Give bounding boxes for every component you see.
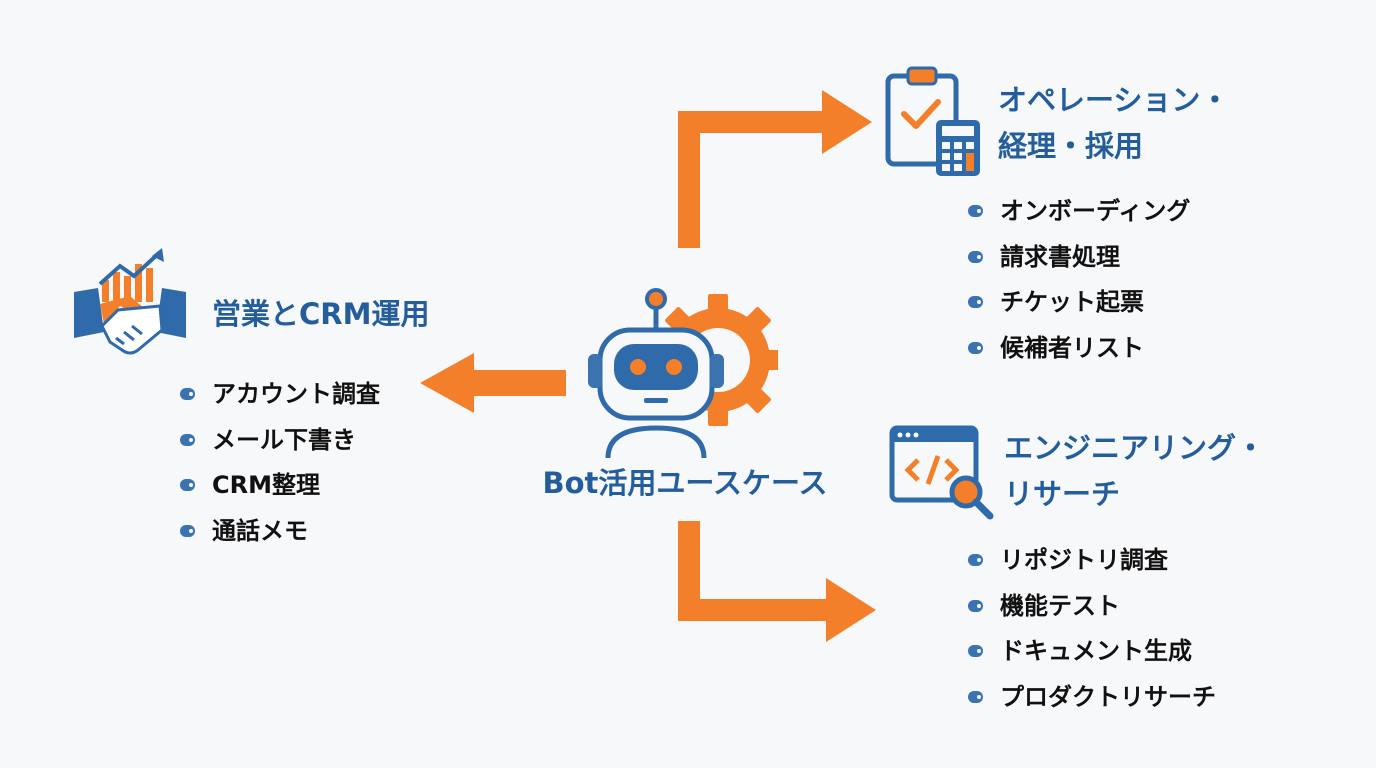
engineering-title-line1: エンジニアリング・ xyxy=(1004,431,1266,465)
list-item: 候補者リスト xyxy=(968,331,1190,377)
sales-item-list: アカウント調査 メール下書き CRM整理 通話メモ xyxy=(180,377,380,559)
bullet-icon xyxy=(180,524,195,537)
operations-item-list: オンボーディング 請求書処理 チケット起票 候補者リスト xyxy=(968,194,1190,376)
bullet-icon xyxy=(180,388,195,400)
operations-title-line2: 経理・採用 xyxy=(998,129,1144,163)
list-item: 機能テスト xyxy=(968,589,1216,635)
sales-title: 営業とCRM運用 xyxy=(212,297,430,331)
bullet-icon xyxy=(968,599,983,612)
arrow-to-operations xyxy=(678,90,872,248)
code-window-search-icon xyxy=(889,425,994,520)
list-item: オンボーディング xyxy=(968,194,1190,240)
list-item: プロダクトリサーチ xyxy=(968,680,1216,726)
operations-title-line1: オペレーション・ xyxy=(998,83,1230,117)
bullet-icon xyxy=(968,250,983,263)
bullet-icon xyxy=(968,645,983,657)
engineering-item-list: リポジトリ調査 機能テスト ドキュメント生成 プロダクトリサーチ xyxy=(968,543,1216,725)
bullet-icon xyxy=(180,433,195,446)
bullet-icon xyxy=(968,554,983,566)
robot-gear-icon xyxy=(588,288,778,459)
list-item: 通話メモ xyxy=(180,514,380,560)
list-item: メール下書き xyxy=(180,423,380,469)
bullet-icon xyxy=(968,341,983,354)
bullet-icon xyxy=(968,205,983,217)
list-item: ドキュメント生成 xyxy=(968,634,1216,680)
arrow-to-sales xyxy=(420,353,566,413)
list-item: チケット起票 xyxy=(968,285,1190,331)
list-item: リポジトリ調査 xyxy=(968,543,1216,589)
arrow-to-engineering xyxy=(678,521,876,642)
center-label: Bot活用ユースケース xyxy=(542,466,828,500)
clipboard-calculator-icon xyxy=(885,66,980,176)
robot-icon xyxy=(588,288,724,459)
bullet-icon xyxy=(968,296,983,308)
bullet-icon xyxy=(180,479,195,491)
list-item: アカウント調査 xyxy=(180,377,380,423)
list-item: 請求書処理 xyxy=(968,240,1190,286)
engineering-title-line2: リサーチ xyxy=(1004,477,1121,511)
handshake-chart-icon xyxy=(74,248,186,355)
bullet-icon xyxy=(968,690,983,703)
list-item: CRM整理 xyxy=(180,468,380,514)
